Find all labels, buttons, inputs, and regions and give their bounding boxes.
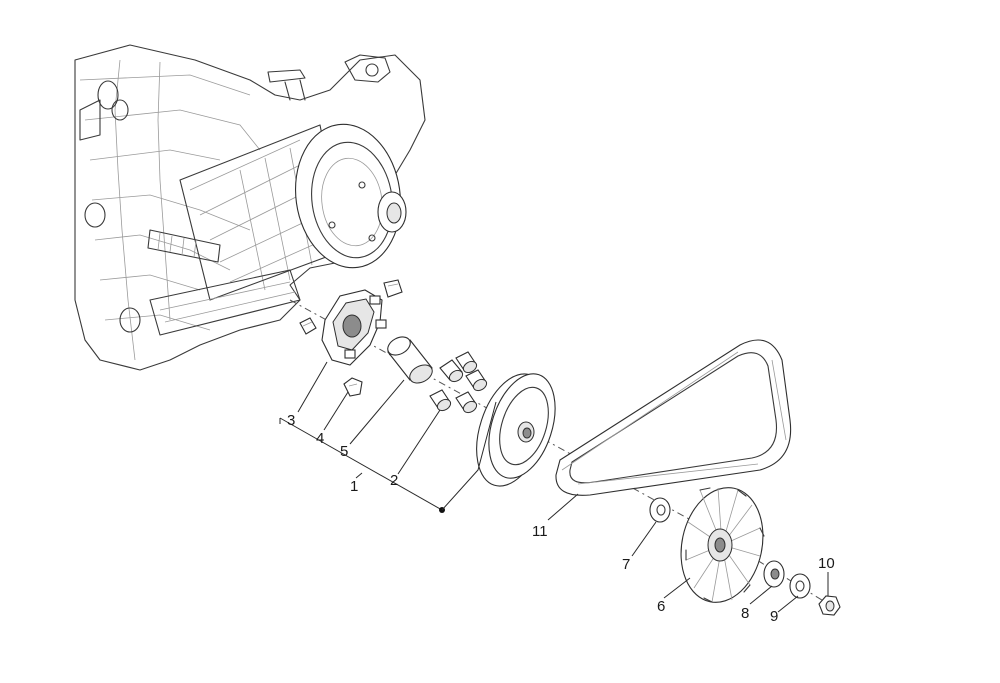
washer-8-part: [763, 560, 785, 588]
callout-6: 6: [657, 598, 665, 615]
callout-8: 8: [741, 605, 749, 622]
callout-9: 9: [770, 608, 778, 625]
drive-belt-part: [555, 339, 792, 496]
fan-half-pulley-part: [680, 487, 765, 603]
callout-7: 7: [622, 556, 630, 573]
bushing-part: [387, 336, 433, 384]
assembly-bracket: [279, 417, 443, 511]
callout-5: 5: [340, 443, 348, 460]
drive-plate-part: [321, 289, 387, 366]
roller-weight: [455, 391, 478, 414]
roller-weight: [455, 351, 478, 374]
callout-2: 2: [390, 472, 398, 489]
slider-clip-upper: [383, 279, 403, 298]
leader-lines: [297, 361, 829, 613]
spring-washer-9-part: [789, 573, 811, 599]
roller-weight: [429, 389, 452, 412]
callout-11: 11: [532, 523, 548, 540]
slider-piece-part: [343, 377, 363, 397]
roller-weight: [465, 369, 488, 392]
callout-4: 4: [316, 430, 324, 447]
slider-clip-left: [299, 317, 317, 335]
variator-pulley-part: [476, 373, 556, 487]
washer-7-part: [649, 497, 671, 523]
engine-casing: [74, 44, 426, 371]
callout-3: 3: [287, 412, 295, 429]
roller-weight: [439, 359, 464, 383]
roller-weights-part: [429, 351, 488, 414]
callout-10: 10: [818, 555, 835, 572]
nut-10-part: [818, 595, 841, 616]
callout-1: 1: [350, 478, 358, 495]
